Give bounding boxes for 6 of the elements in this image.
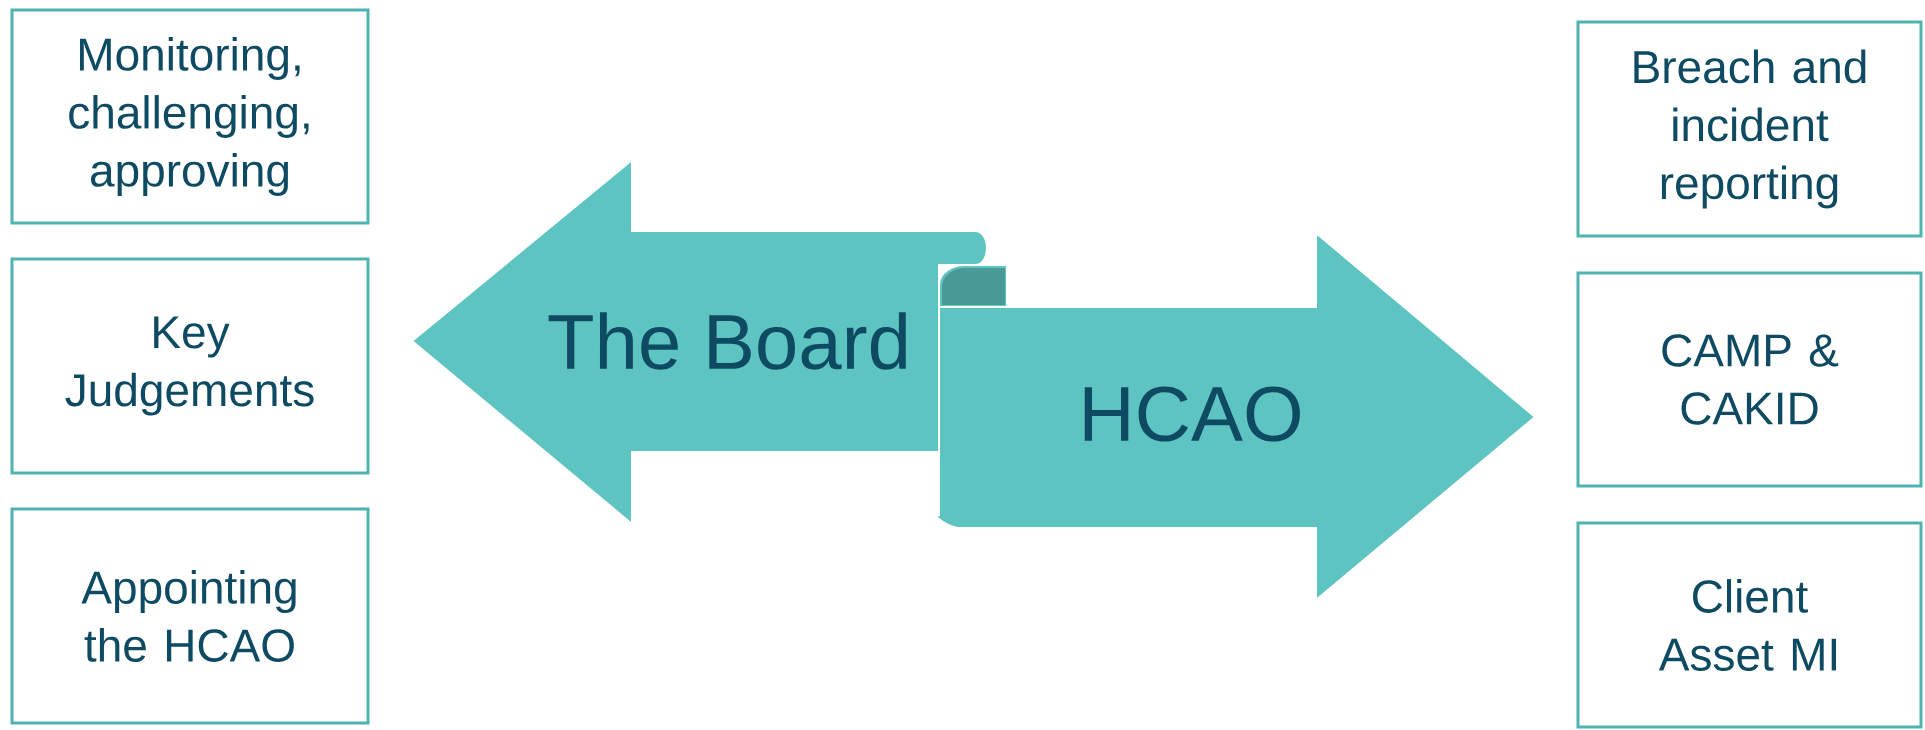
text-box: Breach and incident reporting xyxy=(1576,20,1923,238)
text-box: CAMP & CAKID xyxy=(1576,271,1923,488)
text-box: Appointing the HCAO xyxy=(10,507,370,725)
text-box: Monitoring, challenging, approving xyxy=(10,8,370,225)
text-box: Key Judgements xyxy=(10,257,370,475)
text-box: Client Asset MI xyxy=(1576,521,1923,729)
